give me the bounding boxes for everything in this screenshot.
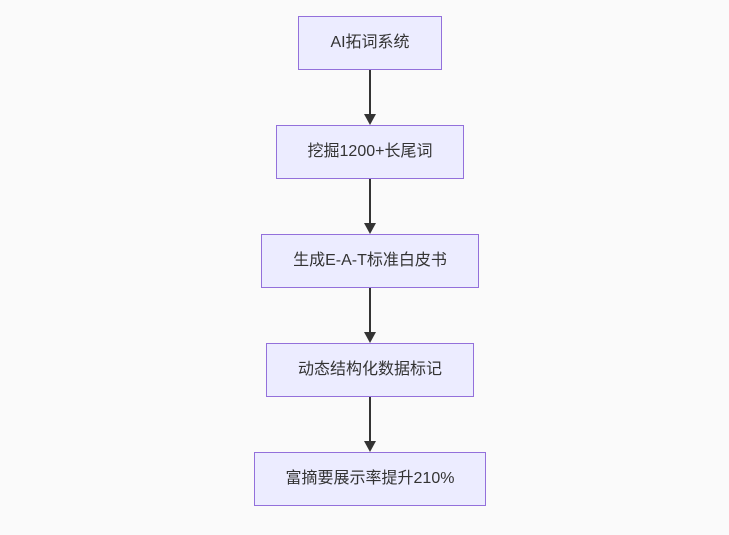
flowchart-node-structured-data: 动态结构化数据标记 — [265, 343, 474, 397]
arrow-head-icon — [364, 114, 376, 125]
arrow-head-icon — [364, 223, 376, 234]
arrow-down — [364, 397, 376, 452]
flowchart-node-eat-whitepaper: 生成E-A-T标准白皮书 — [261, 234, 479, 288]
flowchart-node-rich-snippet-result: 富摘要展示率提升210% — [253, 452, 487, 506]
arrow-line — [369, 70, 371, 114]
arrow-down — [364, 179, 376, 234]
arrow-down — [364, 70, 376, 125]
flowchart-node-longtail-keywords: 挖掘1200+长尾词 — [275, 125, 465, 179]
arrow-line — [369, 288, 371, 332]
flowchart-node-ai-system: AI拓词系统 — [298, 16, 442, 70]
arrow-head-icon — [364, 441, 376, 452]
arrow-line — [369, 179, 371, 223]
arrow-head-icon — [364, 332, 376, 343]
arrow-line — [369, 397, 371, 441]
arrow-down — [364, 288, 376, 343]
